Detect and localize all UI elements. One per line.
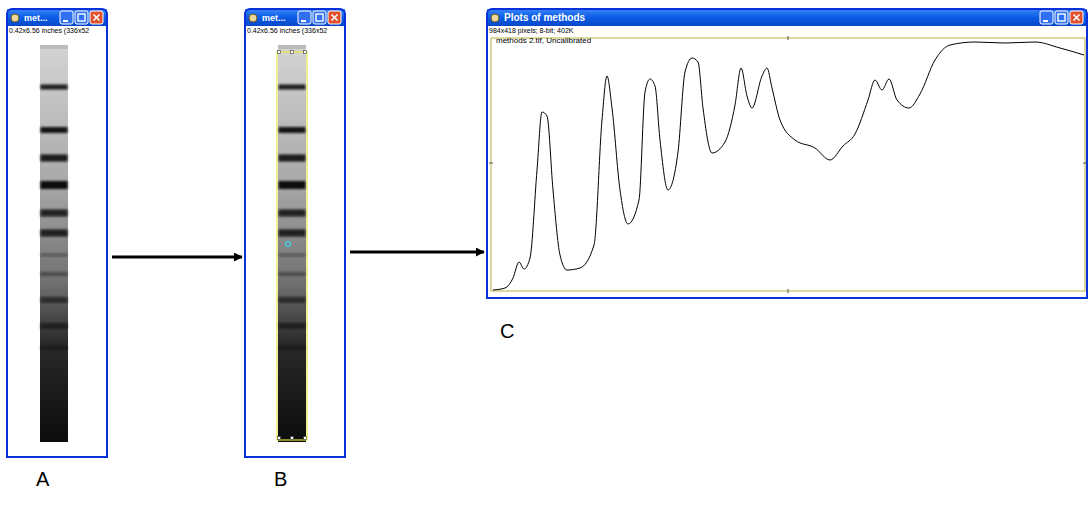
title-bar xyxy=(245,9,345,26)
image-info: 0.42x6.56 inches (336x52 xyxy=(8,26,106,35)
window-title: Plots of methods xyxy=(488,10,1086,26)
max-button xyxy=(313,11,326,24)
selection-rect xyxy=(277,52,307,440)
min-button xyxy=(298,11,311,24)
flow-arrow xyxy=(350,251,484,254)
app-icon xyxy=(11,14,19,22)
app-icon xyxy=(249,14,257,22)
image-info: 984x418 pixels; 8-bit; 402K xyxy=(488,26,1086,35)
app-window: Plots of methods984x418 pixels; 8-bit; 4… xyxy=(486,8,1088,299)
panel-letter: C xyxy=(500,320,514,343)
window-title: met... xyxy=(8,10,106,26)
image-info: 0.42x6.56 inches (336x52 xyxy=(246,26,344,35)
marker xyxy=(286,242,291,247)
min-button xyxy=(1040,11,1053,24)
title-bar xyxy=(487,9,1087,26)
gel-lane xyxy=(40,45,68,442)
close-button xyxy=(1070,11,1083,24)
panel-letter: B xyxy=(274,468,287,491)
plot-frame xyxy=(491,38,1085,291)
min-button xyxy=(60,11,73,24)
plot-caption: methods 2.tif, Uncalibrated xyxy=(496,36,1086,46)
window-ground xyxy=(244,8,346,458)
max-button xyxy=(1055,11,1068,24)
app-window: met...0.42x6.56 inches (336x52 xyxy=(6,8,108,458)
profile-curve xyxy=(493,42,1084,290)
app-icon xyxy=(491,14,499,22)
title-bar xyxy=(7,9,107,26)
app-window: met...0.42x6.56 inches (336x52 xyxy=(244,8,346,458)
flow-arrow xyxy=(112,256,242,259)
window-ground xyxy=(486,8,1088,299)
window-ground xyxy=(6,8,108,458)
window-title: met... xyxy=(246,10,344,26)
panel-letter: A xyxy=(36,468,49,491)
max-button xyxy=(75,11,88,24)
close-button xyxy=(328,11,341,24)
close-button xyxy=(90,11,103,24)
gel-lane xyxy=(277,45,307,442)
